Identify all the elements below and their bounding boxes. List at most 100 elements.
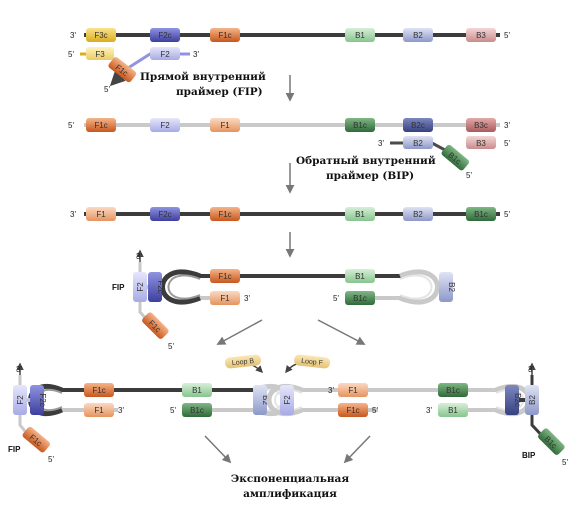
svg-text:B1: B1	[355, 210, 365, 219]
diag-arrow-left	[216, 319, 263, 345]
bl-loop-b-primer: Loop B	[224, 354, 264, 374]
svg-text:F2: F2	[160, 50, 170, 59]
dumbbell-3prime: 3'	[244, 294, 250, 303]
svg-text:F1c: F1c	[92, 386, 105, 395]
br-stem-f1c: F1c	[338, 403, 368, 417]
svg-text:B1c: B1c	[446, 386, 460, 395]
svg-text:3': 3'	[378, 139, 384, 148]
dumbbell-stem-f1c: F1c	[210, 269, 240, 283]
svg-text:B2c: B2c	[411, 121, 425, 130]
bl-loop-b2: B2	[253, 385, 270, 415]
svg-text:B1: B1	[448, 406, 458, 415]
bl-tail-f1c: F1c	[22, 426, 50, 453]
diag-arrow-right	[317, 319, 366, 345]
svg-text:F1c: F1c	[218, 31, 231, 40]
row3-seg-b2: B2	[403, 207, 433, 221]
row3-seg-b1c: B1c	[466, 207, 496, 221]
svg-text:B2: B2	[447, 282, 456, 292]
row2-seg-f2: F2	[150, 118, 180, 132]
row1: 3' 5' F3c F2c F1c B1 B2 B3 5'	[68, 28, 510, 98]
br-tail-b2: B2	[525, 385, 539, 415]
svg-text:B2: B2	[413, 31, 423, 40]
row3: 3' 5' F1 F2c F1c B1 B2 B1c	[70, 207, 510, 221]
bl-stem-f1: F1	[84, 403, 114, 417]
br-stem-b1: B1	[438, 403, 468, 417]
dumbbell-tail-f2: F2	[133, 272, 147, 302]
br-stem-f1: F1	[338, 383, 368, 397]
row1-seg-f3c: F3c	[86, 28, 116, 42]
row2-3prime: 3'	[504, 121, 510, 130]
br-tail-5prime: 5'	[562, 458, 568, 467]
svg-text:Loop B: Loop B	[232, 358, 255, 367]
dumbbell-tail-f1c: F1c	[142, 312, 169, 339]
svg-text:B1: B1	[192, 386, 202, 395]
bottom-caption-line2: амплификация	[243, 488, 337, 500]
row1-5prime: 5'	[504, 31, 510, 40]
svg-text:B1c: B1c	[190, 406, 204, 415]
svg-text:F1: F1	[348, 386, 358, 395]
svg-text:F2: F2	[283, 395, 292, 405]
br-stem-b1c: B1c	[438, 383, 468, 397]
svg-text:F1: F1	[220, 294, 230, 303]
bl-fip-label: FIP	[8, 445, 21, 454]
row2-bip-primer: 3' B2 B1c 5'	[378, 136, 472, 180]
bl-loop-f2c: F2c	[30, 385, 47, 415]
dumbbell-tail-3prime: 3'	[136, 252, 142, 261]
svg-text:B3: B3	[476, 31, 486, 40]
row2: 5' 3' F1c F2 F1 B1c B2c B3c 3'	[68, 118, 510, 182]
row2-seg-b1c: B1c	[345, 118, 375, 132]
svg-text:F1c: F1c	[94, 121, 107, 130]
row3-seg-f1: F1	[86, 207, 116, 221]
dumbbell-stem-b1: B1	[345, 269, 375, 283]
row2-seg-b2c: B2c	[403, 118, 433, 132]
svg-text:F1: F1	[220, 121, 230, 130]
br-loop-b2c: B2c	[505, 385, 522, 415]
svg-text:F3c: F3c	[94, 31, 107, 40]
row1-fip-primer: F2 3' F1c 5'	[104, 47, 199, 94]
svg-text:F1: F1	[96, 210, 106, 219]
svg-text:F2c: F2c	[158, 31, 171, 40]
svg-text:B2: B2	[413, 139, 423, 148]
row2-seg-b3c: B3c	[466, 118, 496, 132]
bottom-right-structure: F2 B2c F1 F1c 3' 5' B1c B1 3' Loop	[266, 354, 568, 467]
svg-text:B3c: B3c	[474, 121, 488, 130]
br-loop-f2: F2	[280, 385, 294, 415]
dumbbell-loop-b2: B2	[439, 272, 456, 302]
br-loop-f-primer: Loop F	[285, 354, 331, 374]
row1-f3-primer: 5' F3	[68, 47, 114, 60]
dumbbell-structure: F2c B2 F1c F1 3' B1 B1c 5' 3'	[112, 249, 456, 351]
svg-text:F1c: F1c	[218, 210, 231, 219]
dumbbell-fip-label: FIP	[112, 283, 125, 292]
row1-3prime: 3'	[70, 31, 76, 40]
svg-text:B2c: B2c	[513, 393, 522, 407]
svg-text:B2: B2	[528, 395, 537, 405]
row2-b3-primer: B3 5'	[466, 136, 510, 149]
br-tail-b1c: B1c	[538, 428, 565, 455]
svg-text:F1c: F1c	[346, 406, 359, 415]
svg-text:F2: F2	[160, 121, 170, 130]
br-bip-label: BIP	[522, 451, 536, 460]
bl-stem-f1c: F1c	[84, 383, 114, 397]
bl-tail-3prime: 3'	[16, 365, 22, 374]
svg-text:F1c: F1c	[218, 272, 231, 281]
row2-seg-f1: F1	[210, 118, 240, 132]
row1-seg-b1: B1	[345, 28, 375, 42]
dumbbell-tail-5prime: 5'	[168, 342, 174, 351]
converge-arrow-right	[343, 435, 371, 464]
svg-text:5': 5'	[504, 139, 510, 148]
svg-text:5': 5'	[466, 171, 472, 180]
bl-stem-b1: B1	[182, 383, 212, 397]
bl-tail-f2: F2	[13, 385, 27, 415]
row1-caption-line2: праймер (FIP)	[176, 86, 263, 98]
svg-text:F2: F2	[136, 282, 145, 292]
row2-5prime: 5'	[68, 121, 74, 130]
svg-text:B2: B2	[413, 210, 423, 219]
bl-5prime: 5'	[170, 406, 176, 415]
dumbbell-stem-b1c: B1c	[345, 291, 375, 305]
svg-text:5': 5'	[104, 85, 110, 94]
row1-caption-line1: Прямой внутренний	[140, 71, 266, 83]
svg-text:Loop F: Loop F	[301, 358, 323, 367]
br-tail-3prime: 3'	[528, 365, 534, 374]
dumbbell-5prime: 5'	[333, 294, 339, 303]
